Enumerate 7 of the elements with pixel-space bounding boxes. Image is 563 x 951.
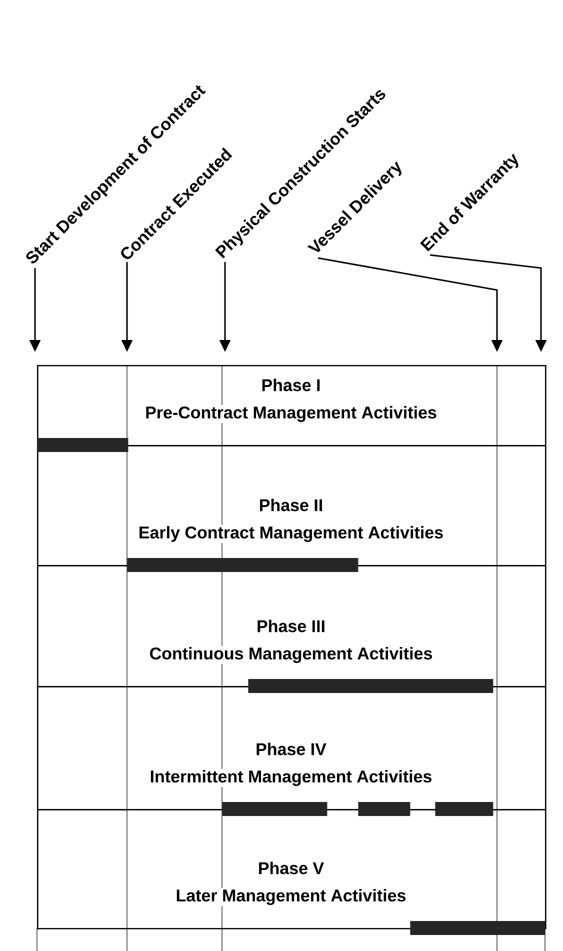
activity-bar	[435, 802, 494, 816]
activity-bar	[37, 438, 128, 452]
activity-bar	[358, 802, 410, 816]
activity-bar	[410, 921, 546, 935]
activity-bar	[222, 802, 328, 816]
activity-bar	[127, 558, 358, 572]
activity-bar	[248, 679, 494, 693]
